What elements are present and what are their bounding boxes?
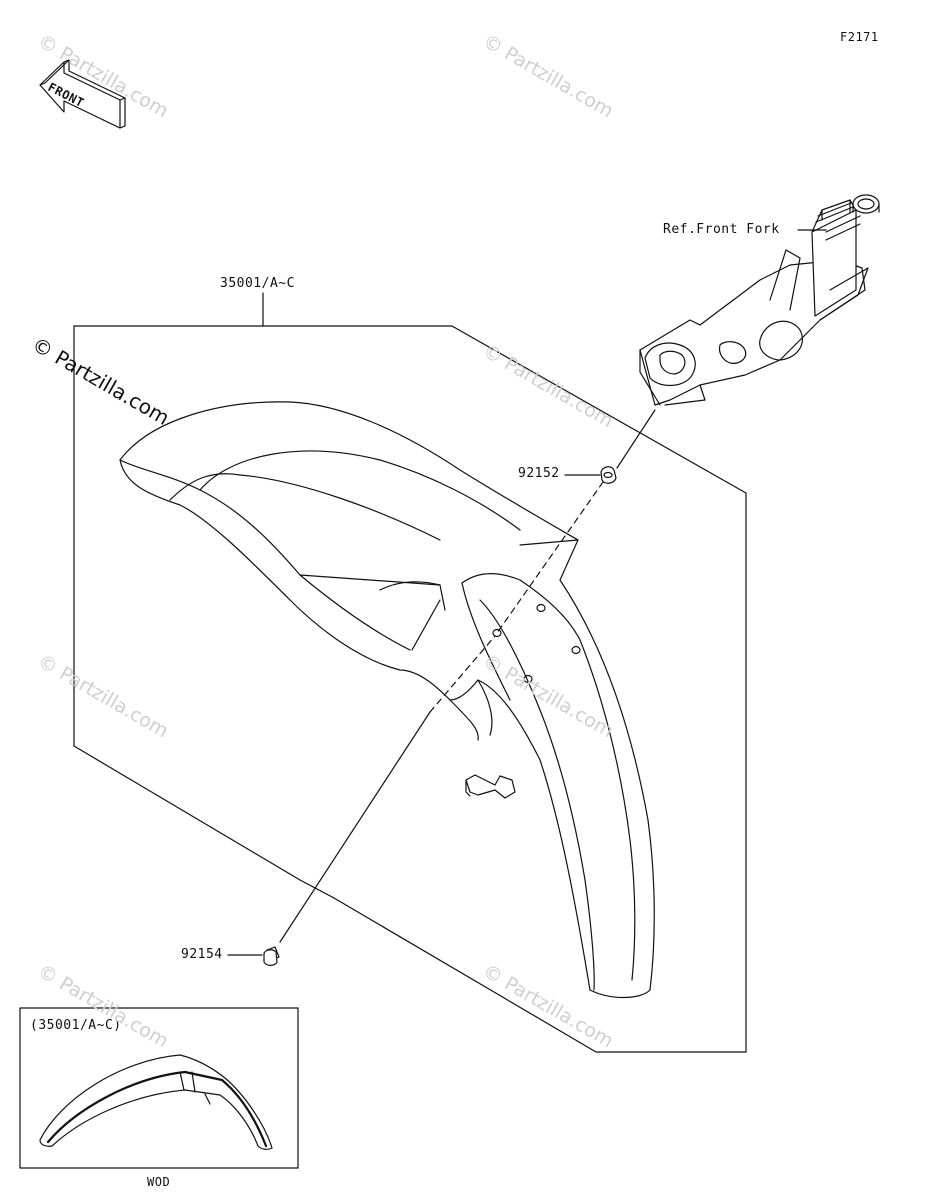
part-number-92154: 92154 [181, 947, 223, 962]
figure-code: F2171 [840, 30, 879, 44]
inset-box [19, 1007, 299, 1169]
inset-caption: WOD [147, 1175, 171, 1189]
inset-title: (35001/A~C) [30, 1018, 122, 1033]
part-number-92152: 92152 [518, 466, 560, 481]
front-direction-arrow-icon [39, 59, 126, 129]
bolt-92154 [263, 946, 280, 966]
part-number-35001: 35001/A~C [220, 276, 295, 291]
ref-front-fork-label: Ref.Front Fork [663, 222, 780, 237]
assembly-outline [73, 325, 747, 1053]
front-fender-drawing [119, 401, 655, 999]
front-fork-steering-stem [639, 194, 880, 406]
inset-fender-drawing [39, 1054, 273, 1150]
washer-92152 [600, 466, 617, 484]
